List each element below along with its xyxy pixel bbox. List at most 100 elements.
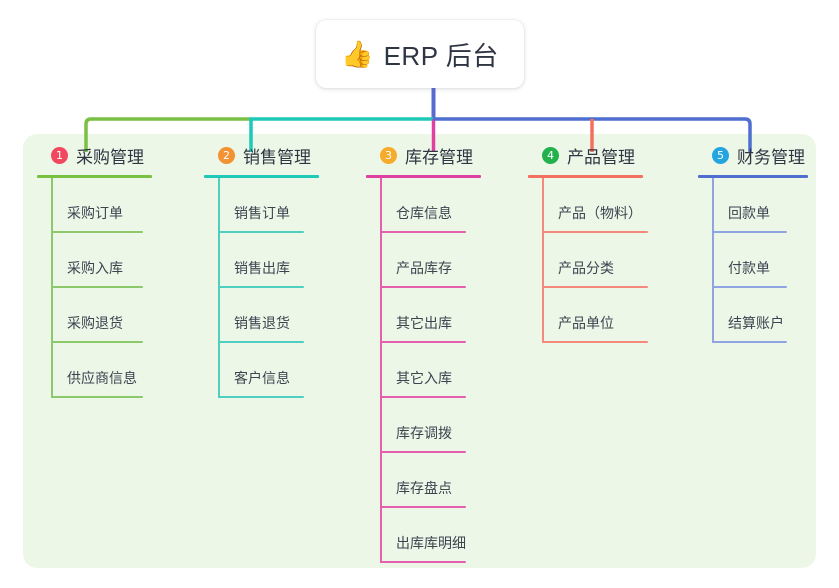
leaf-item[interactable]: 仓库信息 (366, 178, 526, 233)
branch-header-rule (37, 175, 152, 178)
leaf-rule (218, 341, 304, 343)
branch-title: 库存管理 (405, 147, 473, 167)
leaf-label: 仓库信息 (396, 205, 452, 221)
leaf-item[interactable]: 产品分类 (528, 233, 688, 288)
leaf-label: 回款单 (728, 205, 770, 221)
branch-header-5[interactable]: 5 财务管理 (698, 141, 823, 169)
leaf-label: 库存调拨 (396, 425, 452, 441)
branch-header-rule (698, 175, 808, 178)
branch-header-3[interactable]: 3 库存管理 (366, 141, 526, 169)
leaf-rule (542, 231, 648, 233)
branch-spine (712, 178, 714, 343)
leaf-item[interactable]: 客户信息 (204, 343, 364, 398)
leaf-item[interactable]: 其它入库 (366, 343, 526, 398)
branch-column-4: 4 产品管理产品（物料） 产品分类产品单位 (528, 141, 688, 343)
leaf-label: 付款单 (728, 260, 770, 276)
branch-spine (542, 178, 544, 343)
branches-panel (23, 134, 816, 568)
leaf-rule (380, 451, 466, 453)
branch-title: 产品管理 (567, 147, 635, 167)
leaf-label: 客户信息 (234, 370, 290, 386)
leaf-label: 其它出库 (396, 315, 452, 331)
leaf-item[interactable]: 库存调拨 (366, 398, 526, 453)
leaf-item[interactable]: 产品单位 (528, 288, 688, 343)
leaf-rule (51, 396, 143, 398)
leaf-label: 产品库存 (396, 260, 452, 276)
root-node[interactable]: 👍 ERP 后台 (316, 20, 524, 88)
branch-number-badge: 4 (542, 146, 559, 164)
leaf-item[interactable]: 库存盘点 (366, 453, 526, 508)
branch-spine (51, 178, 53, 398)
leaf-item[interactable]: 回款单 (698, 178, 823, 233)
branch-spine (218, 178, 220, 398)
branch-number-badge: 3 (380, 146, 397, 164)
leaf-item[interactable]: 销售出库 (204, 233, 364, 288)
branch-title: 销售管理 (243, 147, 311, 167)
thumbs-up-icon: 👍 (341, 39, 374, 69)
leaf-rule (712, 231, 787, 233)
leaf-label: 库存盘点 (396, 480, 452, 496)
leaf-item[interactable]: 产品库存 (366, 233, 526, 288)
branch-header-rule (204, 175, 319, 178)
leaf-label: 销售退货 (234, 315, 290, 331)
leaf-rule (380, 561, 466, 563)
branch-header-1[interactable]: 1 采购管理 (37, 141, 197, 169)
leaf-label: 其它入库 (396, 370, 452, 386)
leaf-label: 采购入库 (67, 260, 123, 276)
branch-column-5: 5 财务管理回款单付款单结算账户 (698, 141, 823, 343)
leaf-label: 销售出库 (234, 260, 290, 276)
leaf-rule (218, 396, 304, 398)
leaf-rule (218, 231, 304, 233)
leaf-item[interactable]: 采购订单 (37, 178, 197, 233)
leaf-item[interactable]: 产品（物料） (528, 178, 688, 233)
leaf-rule (712, 286, 787, 288)
leaf-label: 供应商信息 (67, 370, 137, 386)
leaf-label: 采购订单 (67, 205, 123, 221)
branch-title: 采购管理 (76, 147, 144, 167)
leaf-item[interactable]: 结算账户 (698, 288, 823, 343)
branch-column-2: 2 销售管理销售订单销售出库销售退货客户信息 (204, 141, 364, 398)
branch-leaf-list: 采购订单采购入库采购退货供应商信息 (37, 178, 197, 398)
leaf-label: 产品分类 (558, 260, 614, 276)
leaf-item[interactable]: 采购退货 (37, 288, 197, 343)
root-title: ERP 后台 (383, 40, 499, 71)
branch-header-4[interactable]: 4 产品管理 (528, 141, 688, 169)
leaf-item[interactable]: 付款单 (698, 233, 823, 288)
leaf-label: 产品（物料） (558, 205, 642, 221)
leaf-rule (380, 396, 466, 398)
branch-spine (380, 178, 382, 563)
branch-number-badge: 1 (51, 146, 68, 164)
leaf-item[interactable]: 销售订单 (204, 178, 364, 233)
leaf-rule (542, 341, 648, 343)
leaf-item[interactable]: 出库库明细 (366, 508, 526, 563)
leaf-rule (712, 341, 787, 343)
branch-leaf-list: 回款单付款单结算账户 (698, 178, 823, 343)
leaf-label: 采购退货 (67, 315, 123, 331)
leaf-rule (380, 341, 466, 343)
leaf-rule (380, 286, 466, 288)
branch-number-badge: 5 (712, 146, 729, 164)
leaf-rule (51, 231, 143, 233)
leaf-label: 出库库明细 (396, 535, 466, 551)
leaf-label: 产品单位 (558, 315, 614, 331)
leaf-rule (542, 286, 648, 288)
leaf-item[interactable]: 采购入库 (37, 233, 197, 288)
branch-header-rule (366, 175, 481, 178)
branch-number-badge: 2 (218, 146, 235, 164)
leaf-item[interactable]: 其它出库 (366, 288, 526, 343)
leaf-label: 结算账户 (728, 315, 784, 331)
branch-column-3: 3 库存管理仓库信息产品库存其它出库其它入库库存调拨库存盘点出库库明细 (366, 141, 526, 563)
branch-column-1: 1 采购管理采购订单采购入库采购退货供应商信息 (37, 141, 197, 398)
leaf-item[interactable]: 销售退货 (204, 288, 364, 343)
branch-header-2[interactable]: 2 销售管理 (204, 141, 364, 169)
leaf-item[interactable]: 供应商信息 (37, 343, 197, 398)
branch-header-rule (528, 175, 643, 178)
branch-title: 财务管理 (737, 147, 805, 167)
leaf-rule (51, 286, 143, 288)
branch-leaf-list: 仓库信息产品库存其它出库其它入库库存调拨库存盘点出库库明细 (366, 178, 526, 563)
branch-leaf-list: 产品（物料） 产品分类产品单位 (528, 178, 688, 343)
leaf-rule (380, 231, 466, 233)
leaf-rule (51, 341, 143, 343)
branch-leaf-list: 销售订单销售出库销售退货客户信息 (204, 178, 364, 398)
